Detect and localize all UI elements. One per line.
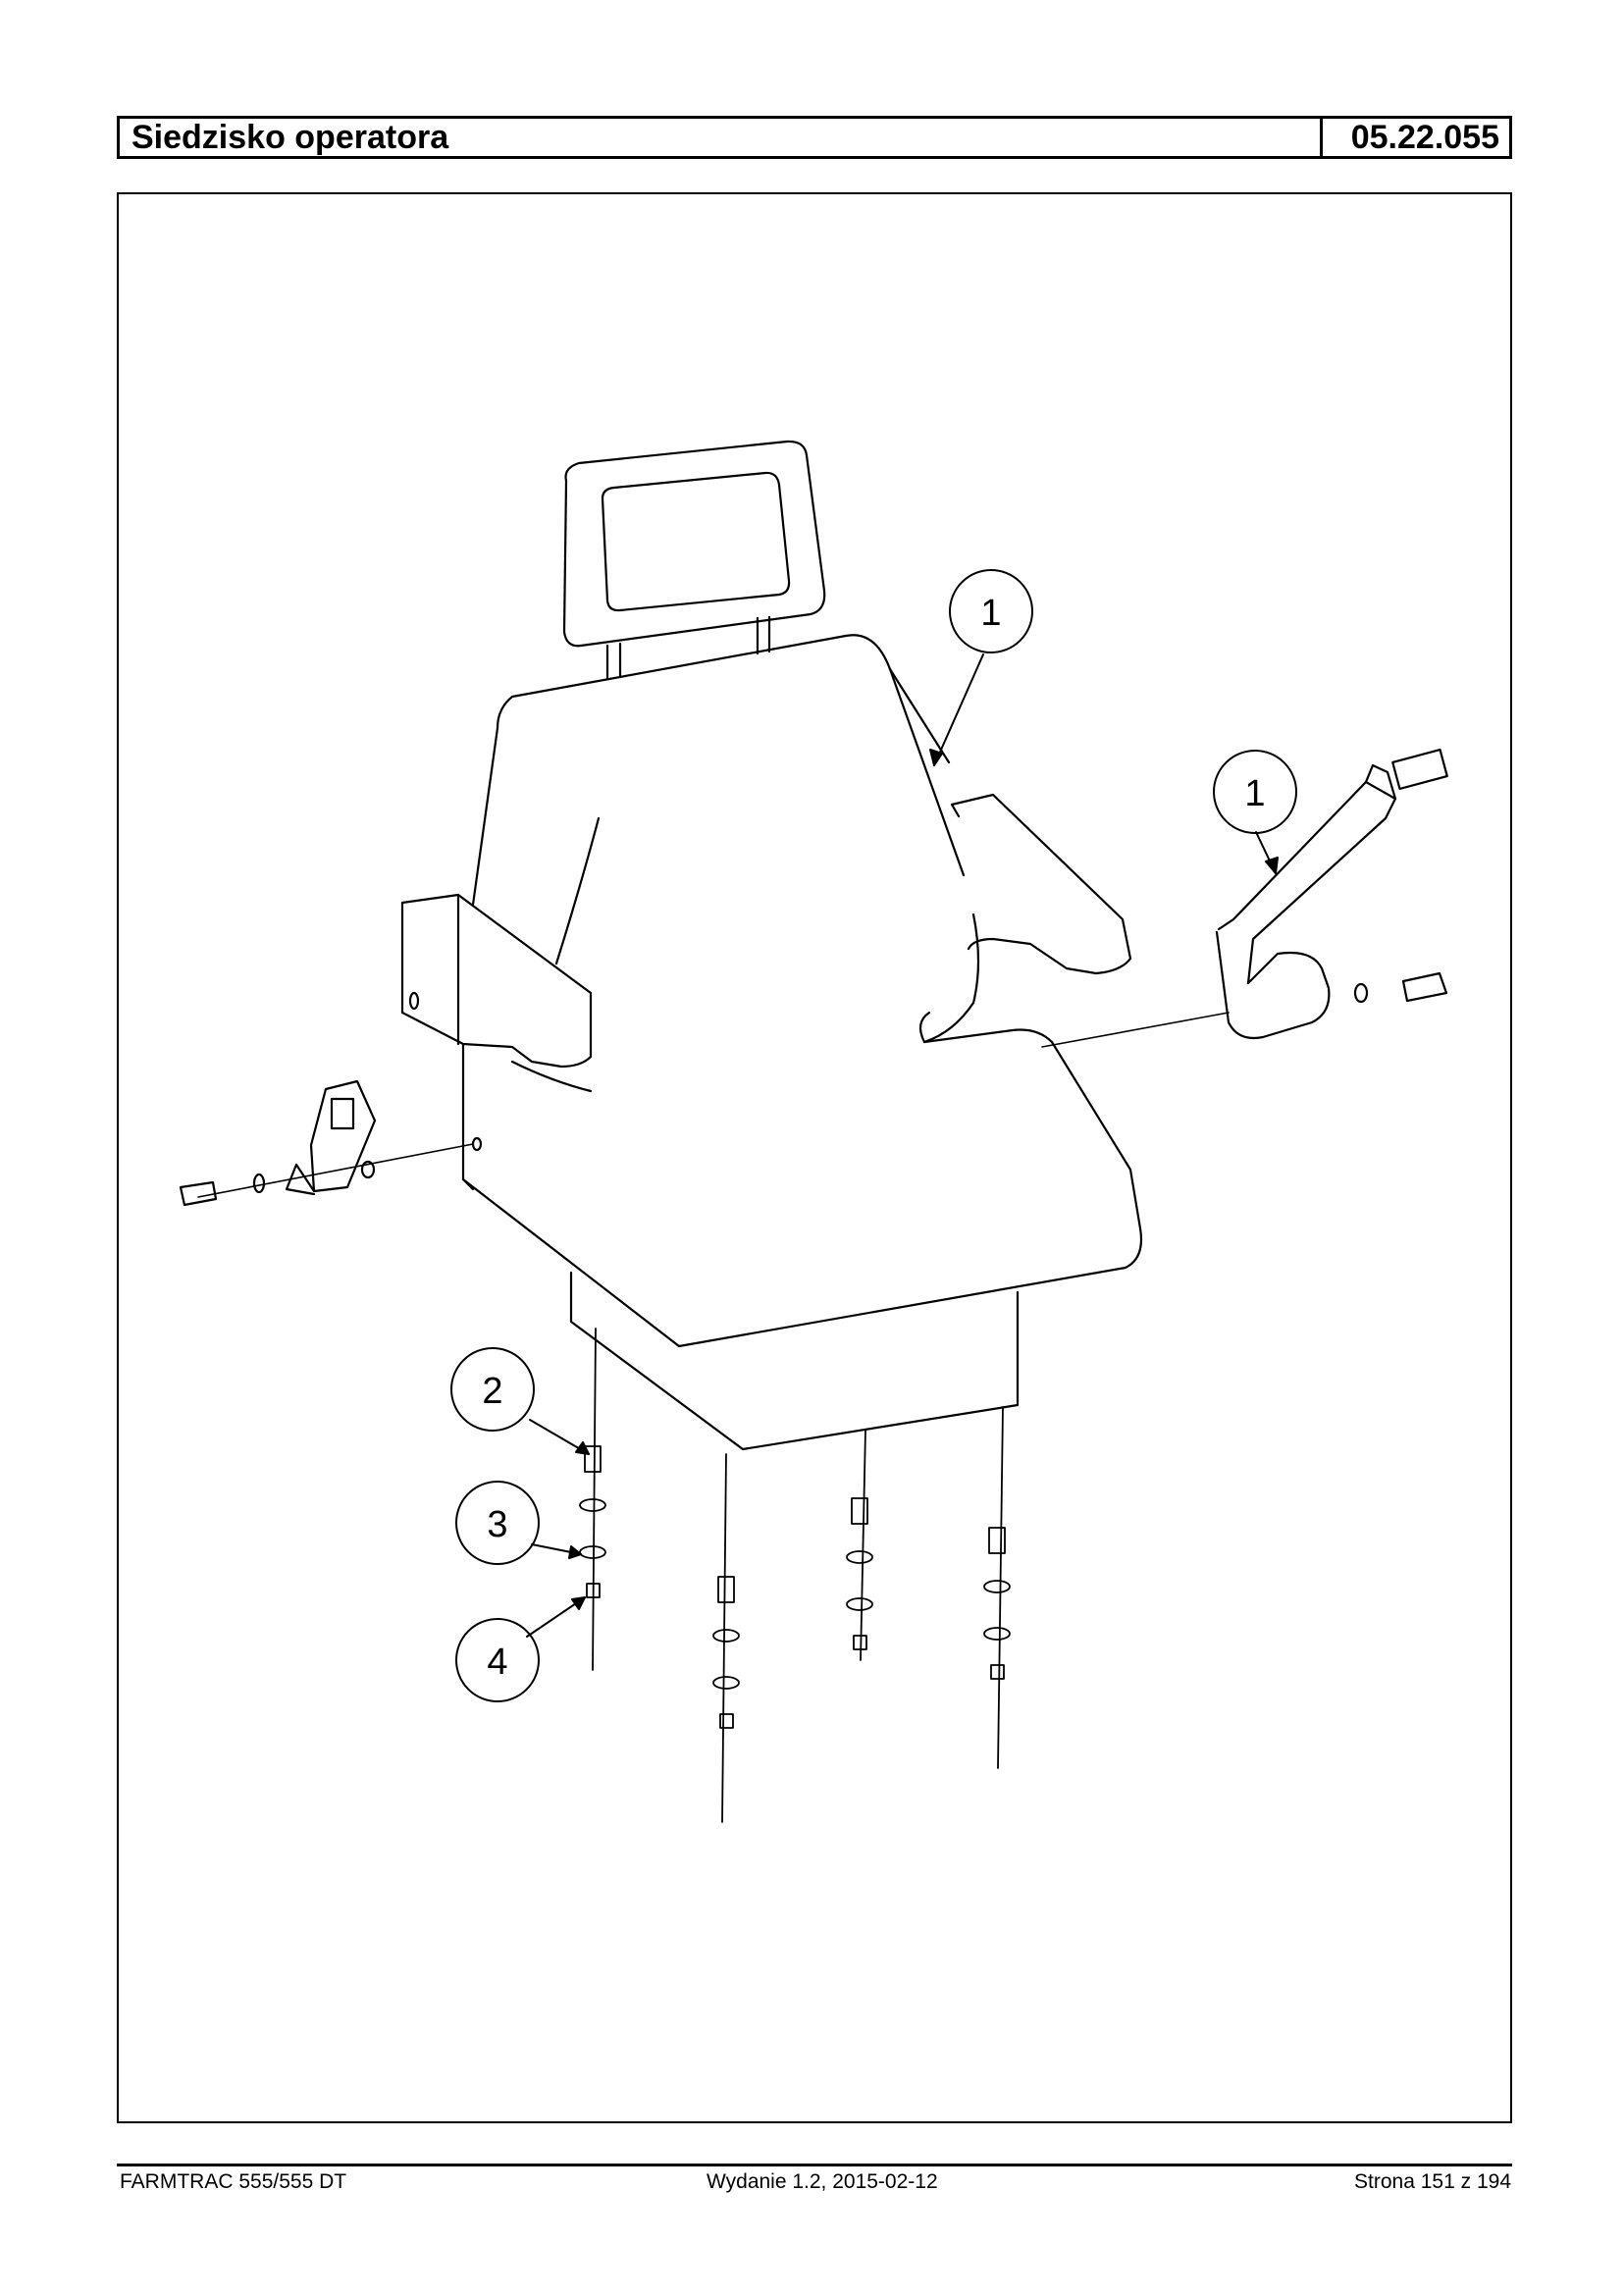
left-belt-buckle: [179, 1079, 483, 1207]
right-armrest: [950, 793, 1132, 975]
callouts: 1 1 2 3 4: [450, 569, 1297, 1702]
callout-3: 3: [455, 1481, 540, 1565]
page-title: Siedzisko operatora: [120, 119, 1323, 156]
headrest: [562, 440, 826, 681]
svg-text:1: 1: [980, 593, 1001, 634]
svg-text:2: 2: [482, 1371, 502, 1412]
callout-leaders: [526, 653, 1279, 1638]
callout-1-belt: 1: [1213, 750, 1297, 834]
section-code: 05.22.055: [1350, 119, 1499, 156]
right-seat-belt: [1041, 748, 1448, 1048]
callout-2: 2: [450, 1347, 535, 1432]
callout-1-seat: 1: [949, 569, 1033, 653]
svg-text:1: 1: [1244, 773, 1265, 814]
page-header: Siedzisko operatora 05.22.055: [117, 116, 1512, 159]
page-footer: FARMTRAC 555/555 DT Wydanie 1.2, 2015-02…: [120, 2170, 1511, 2200]
footer-page-number: Strona 151 z 194: [1354, 2170, 1511, 2193]
svg-text:3: 3: [487, 1504, 507, 1545]
seat-back: [471, 634, 980, 1044]
footer-edition: Wydanie 1.2, 2015-02-12: [707, 2170, 938, 2193]
callout-4: 4: [455, 1618, 540, 1702]
diagram-frame: 1 1 2 3 4: [117, 192, 1512, 2123]
footer-rule: [117, 2164, 1512, 2166]
seat-cushion: [461, 1011, 1143, 1348]
footer-model: FARMTRAC 555/555 DT: [120, 2170, 347, 2193]
mounting-hardware: [579, 1328, 1011, 1823]
svg-text:4: 4: [487, 1642, 507, 1683]
left-armrest: [400, 893, 593, 1069]
seat-base: [569, 1271, 1020, 1451]
seat-assembly-drawing: 1 1 2 3 4: [179, 440, 1448, 1823]
